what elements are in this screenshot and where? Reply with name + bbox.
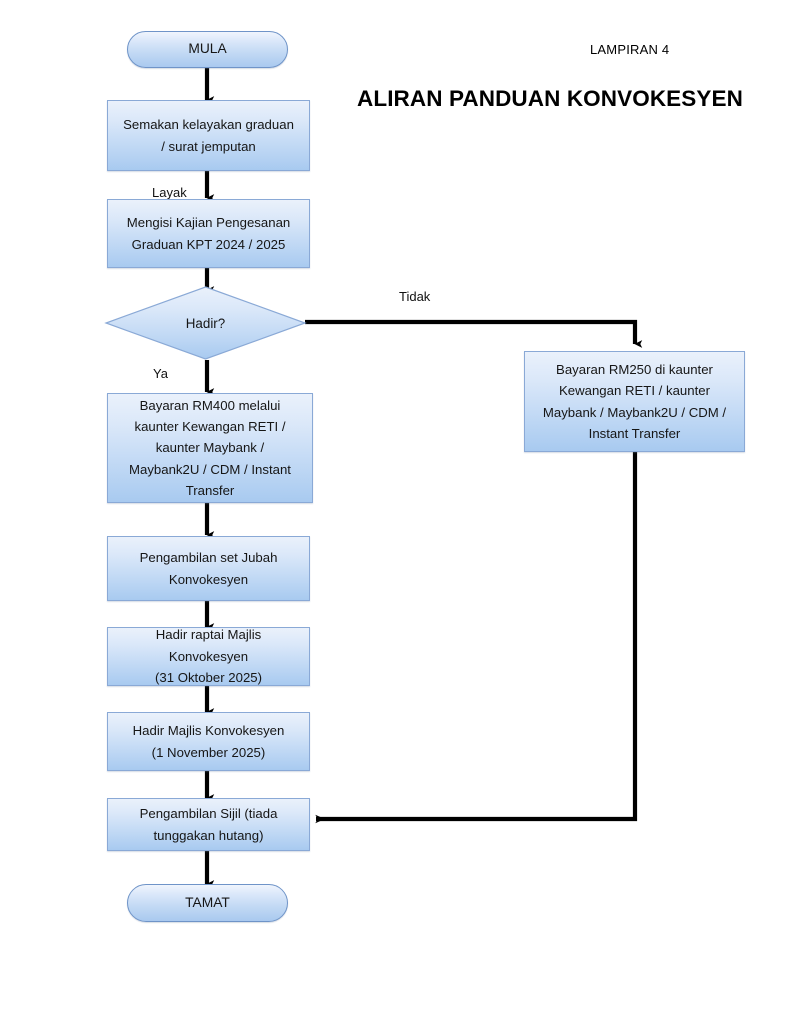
- node-jubah[interactable]: Pengambilan set Jubah Konvokesyen: [107, 536, 310, 601]
- node-raptai-label: Hadir raptai Majlis Konvokesyen (31 Okto…: [154, 627, 263, 686]
- node-sijil[interactable]: Pengambilan Sijil (tiada tunggakan hutan…: [107, 798, 310, 851]
- connector-bayaran250-sijil: [315, 452, 638, 824]
- node-semakan[interactable]: Semakan kelayakan graduan / surat jemput…: [107, 100, 310, 171]
- node-majlis[interactable]: Hadir Majlis Konvokesyen (1 November 202…: [107, 712, 310, 771]
- node-semakan-label: Semakan kelayakan graduan / surat jemput…: [123, 117, 294, 154]
- node-majlis-label: Hadir Majlis Konvokesyen (1 November 202…: [132, 723, 285, 760]
- edge-label-ya: Ya: [153, 366, 168, 381]
- edge-label-tidak: Tidak: [399, 289, 431, 304]
- node-tamat-label: TAMAT: [185, 894, 230, 910]
- node-bayaran-rm250[interactable]: Bayaran RM250 di kaunter Kewangan RETI /…: [524, 351, 745, 452]
- node-kajian[interactable]: Mengisi Kajian Pengesanan Graduan KPT 20…: [107, 199, 310, 268]
- page-title: ALIRAN PANDUAN KONVOKESYEN: [357, 86, 743, 111]
- node-bayaran-rm400[interactable]: Bayaran RM400 melalui kaunter Kewangan R…: [107, 393, 313, 503]
- node-mula-label: MULA: [188, 41, 227, 57]
- node-mula[interactable]: MULA: [127, 31, 288, 68]
- lampiran-label: LAMPIRAN 4: [590, 42, 670, 57]
- edge-label-layak: Layak: [152, 185, 187, 200]
- node-bayaran-rm400-label: Bayaran RM400 melalui kaunter Kewangan R…: [129, 397, 291, 499]
- node-raptai[interactable]: Hadir raptai Majlis Konvokesyen (31 Okto…: [107, 627, 310, 686]
- node-tamat[interactable]: TAMAT: [127, 884, 288, 922]
- node-jubah-label: Pengambilan set Jubah Konvokesyen: [139, 550, 278, 587]
- node-sijil-label: Pengambilan Sijil (tiada tunggakan hutan…: [139, 806, 278, 843]
- node-bayaran-rm250-label: Bayaran RM250 di kaunter Kewangan RETI /…: [542, 361, 727, 441]
- diamond-shape: [104, 286, 307, 360]
- node-kajian-label: Mengisi Kajian Pengesanan Graduan KPT 20…: [126, 215, 291, 252]
- node-hadir-decision[interactable]: Hadir?: [104, 286, 307, 360]
- connector-hadir-bayaran250: [305, 319, 643, 348]
